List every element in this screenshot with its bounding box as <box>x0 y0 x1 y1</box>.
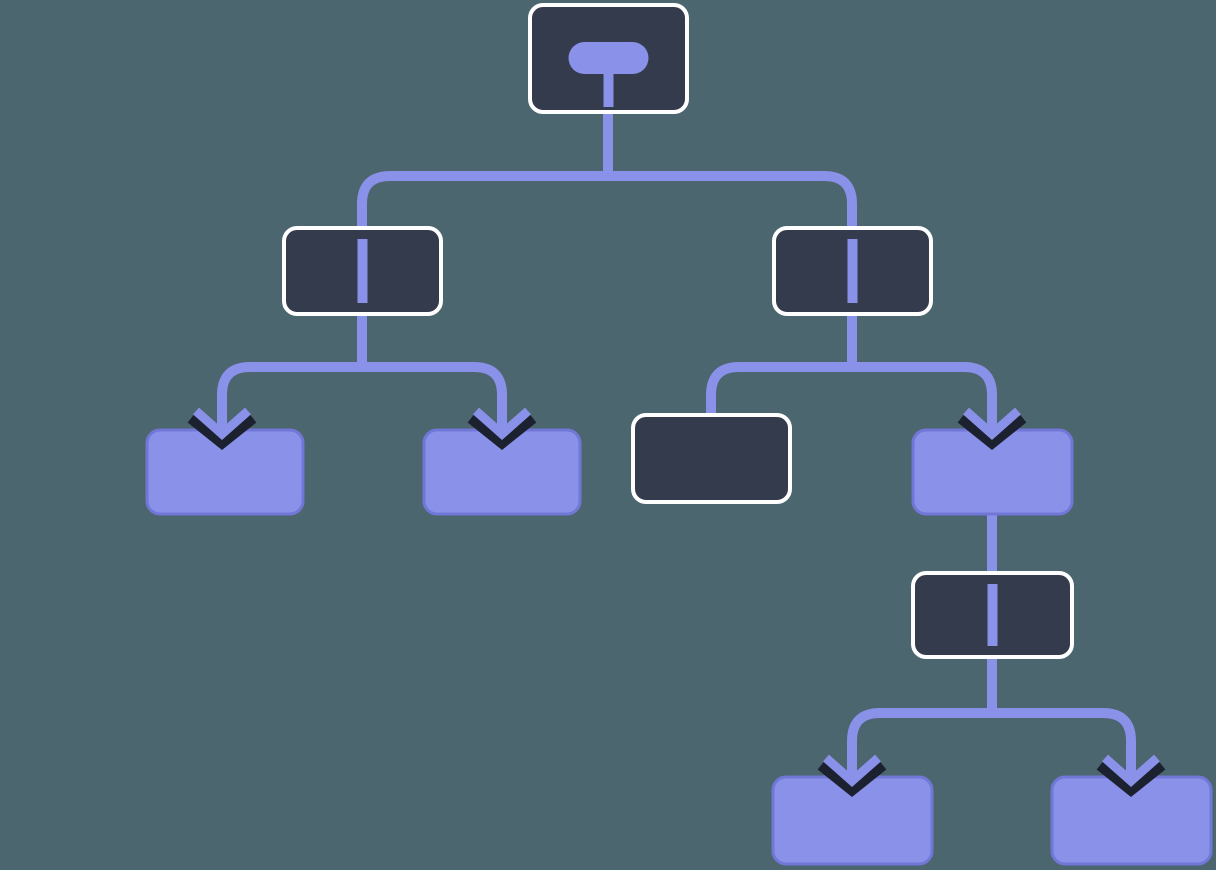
split-bar-icon <box>357 239 368 303</box>
chevron-dark-icon <box>957 411 1027 450</box>
edge-left-split <box>217 362 507 434</box>
root-pill-stem-icon <box>603 70 614 107</box>
chevron-dark-icon <box>817 758 887 797</box>
chevron-purple-icon <box>1102 754 1160 788</box>
chevron-purple-icon <box>963 407 1021 441</box>
chevron-purple-icon <box>193 407 251 441</box>
arrow-into-leaf-left-2 <box>467 407 537 450</box>
chevron-dark-icon <box>187 411 257 450</box>
edge-right-split <box>706 362 997 434</box>
arrow-into-leaf-bottom-1 <box>817 754 887 797</box>
chevron-dark-icon <box>467 411 537 450</box>
chevron-purple-icon <box>823 754 881 788</box>
chevron-dark-icon <box>1096 758 1166 797</box>
split-bar-icon <box>987 584 998 646</box>
arrow-into-leaf-bottom-2 <box>1096 754 1166 797</box>
intermediate-node-right[interactable] <box>631 413 792 504</box>
arrow-into-leaf-left-1 <box>187 407 257 450</box>
chevron-purple-icon <box>473 407 531 441</box>
edge-bottom-split <box>847 708 1136 781</box>
root-pill-icon <box>568 42 649 74</box>
arrow-into-leaf-right <box>957 407 1027 450</box>
split-bar-icon <box>847 239 858 303</box>
edge-root-split <box>357 171 857 230</box>
